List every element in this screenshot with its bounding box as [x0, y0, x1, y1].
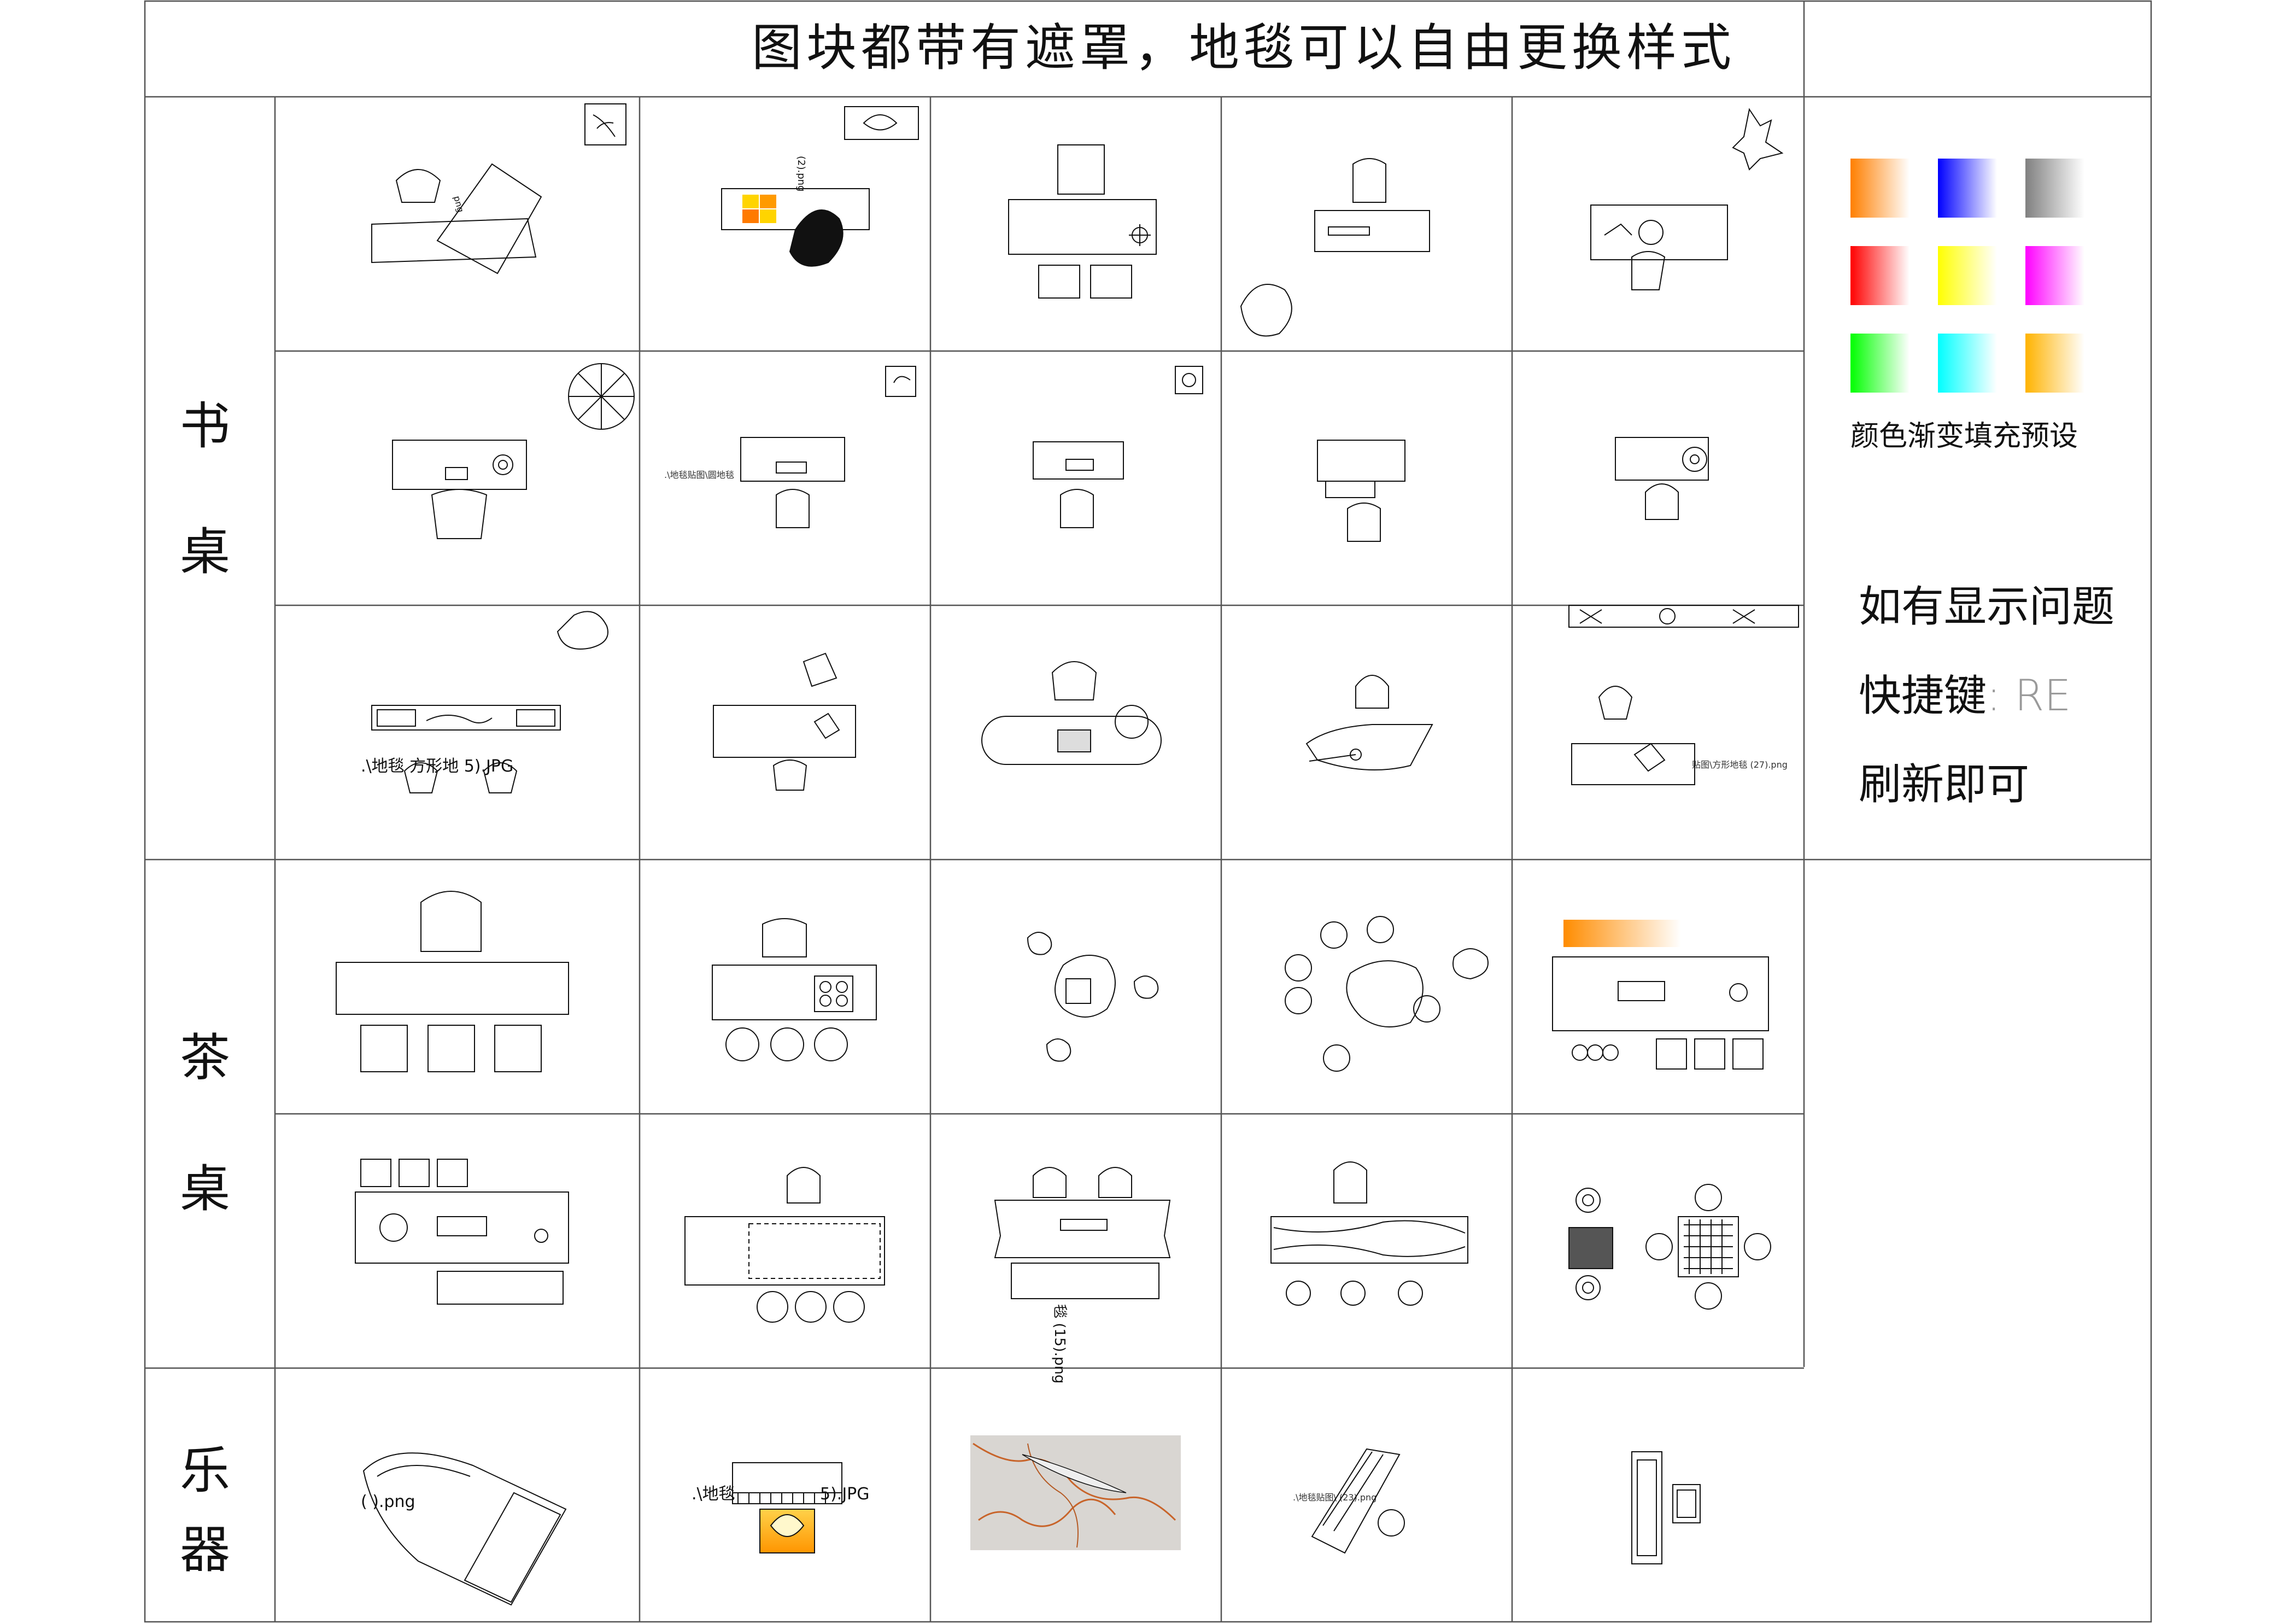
- tea-r2-c1: [355, 1159, 569, 1305]
- gradient-swatch-4: [1850, 246, 1910, 305]
- gradient-swatch-5: [1938, 246, 1997, 305]
- sheet-title: 图块都带有遮罩，地毯可以自由更换样式: [752, 19, 1736, 77]
- desk-r3-c2: [713, 652, 856, 791]
- file-label-music-c1: ( ).png: [361, 1492, 415, 1511]
- note-shortcut-label: 快捷键: [1859, 671, 1987, 721]
- music-c2: [732, 1462, 842, 1553]
- note-shortcut: 快捷键: RE: [1859, 671, 2071, 721]
- tea-r1-c1: [336, 891, 569, 1072]
- gradient-swatch-7: [1850, 334, 1910, 393]
- svg-text:png: png: [452, 195, 466, 213]
- tea-r1-c5: [1552, 920, 1769, 1070]
- file-label-music-c4: .\地毯贴图\ (23).png: [1293, 1492, 1377, 1503]
- desk-r2-c2: [740, 366, 916, 528]
- table-grid: [144, 0, 2152, 1623]
- note-refresh: 刷新即可: [1859, 760, 2030, 809]
- tea-r2-c4: [1270, 1161, 1468, 1306]
- desk-r3-c1: [371, 611, 608, 793]
- desk-r2-c1: [392, 363, 635, 539]
- gradient-preset-label: 颜色渐变填充预设: [1850, 420, 2078, 453]
- gradient-swatch-8: [1938, 334, 1997, 393]
- desk-r3-c3: [981, 661, 1162, 765]
- category-desk-char-2: 桌: [179, 523, 230, 581]
- desk-r2-c3: [1033, 366, 1203, 528]
- file-label-desk-r3-c5: 贴图\方形地毯 (27).png: [1692, 760, 1788, 770]
- category-desk-char-1: 书: [179, 397, 230, 455]
- gradient-swatch-3: [2025, 159, 2084, 218]
- music-c4: [1311, 1448, 1405, 1554]
- file-label-desk-r2-c2: .\地毯贴图\圆地毯: [664, 470, 734, 480]
- file-label-music-c2-left: .\地毯: [692, 1485, 735, 1504]
- music-c5: [1631, 1451, 1701, 1564]
- note-shortcut-key: : RE: [1987, 671, 2071, 721]
- category-music-char-1: 乐: [179, 1441, 230, 1500]
- desk-r1-c1: png: [371, 103, 626, 274]
- gradient-swatch-9: [2025, 334, 2084, 393]
- tea-r2-c2: [684, 1167, 885, 1323]
- gradient-swatch-2: [1938, 159, 1997, 218]
- note-display-issue: 如有显示问题: [1859, 582, 2115, 632]
- desk-r3-c4: [1305, 675, 1433, 770]
- tea-r2-c3-label: 毯 (15).png: [1051, 1304, 1068, 1383]
- music-c3: [970, 1435, 1181, 1550]
- music-c1: [362, 1452, 567, 1606]
- desk-r1-c4: [1240, 158, 1430, 337]
- desk-r2-c4: [1317, 440, 1405, 542]
- tea-r1-c3: [1027, 932, 1159, 1062]
- desk-r3-c5: [1568, 605, 1799, 785]
- desk-r1-c2: (2).png: [721, 106, 919, 267]
- desk-r1-c2-label: (2).png: [795, 156, 807, 191]
- tea-r2-c3: 毯 (15).png: [994, 1167, 1171, 1383]
- category-tea-char-1: 茶: [179, 1029, 230, 1087]
- tea-r1-c2: [712, 918, 877, 1061]
- desk-r1-c5: [1590, 108, 1784, 290]
- gradient-swatch-6: [2025, 246, 2084, 305]
- desk-r2-c5: [1615, 437, 1709, 520]
- tea-r2-c5: [1568, 1184, 1771, 1310]
- category-tea-char-2: 桌: [179, 1160, 230, 1218]
- category-music-char-2: 器: [179, 1521, 230, 1579]
- file-label-music-c2-right: 5).JPG: [820, 1485, 870, 1504]
- gradient-swatch-1: [1850, 159, 1910, 218]
- desk-r1-c3: [1008, 144, 1157, 299]
- tea-r1-c4: [1285, 916, 1489, 1072]
